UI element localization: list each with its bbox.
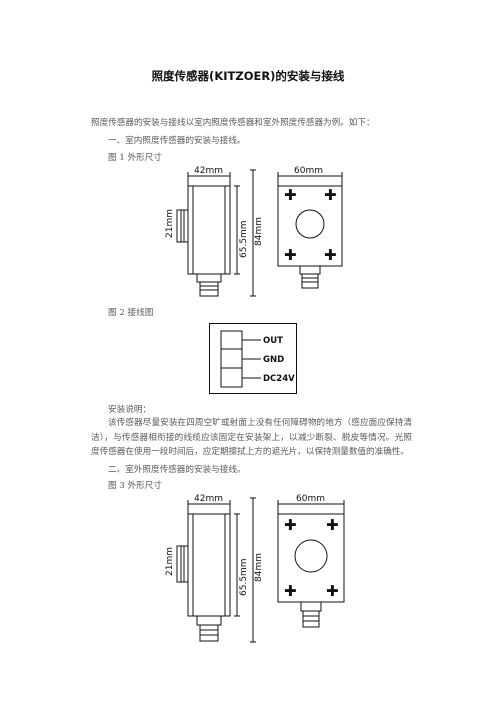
notes-heading: 安装说明： [108,405,151,415]
screen-plus-icon: ✚ [324,186,337,204]
terminal-gnd-label: GND [263,355,284,365]
section-1-heading: 一、室内照度传感器的安装与接线。 [108,136,246,146]
figure-3-caption: 图 3 外形尺寸 [108,481,162,491]
figure-3-dimension-drawing: ✚ ✚ ✚ ✚ 42mm 60mm 21mm 65.5mm 84mm [165,494,345,643]
figure-2-wiring-diagram: OUT GND DC24V [209,323,297,394]
screen-plus-icon: ✚ [284,516,297,534]
terminal-dc24v-label: DC24V [263,374,295,384]
terminal-out-label: OUT [263,336,283,346]
width-label: 42mm [194,494,223,504]
height-1-label: 65.5mm [239,220,249,258]
screen-plus-icon: ✚ [326,582,339,600]
screen-plus-icon: ✚ [326,516,339,534]
screen-plus-icon: ✚ [284,246,297,264]
cable-label: 21mm [165,547,175,576]
section-2-heading: 二、室外照度传感器的安装与接线。 [108,465,246,475]
depth-label: 60mm [294,166,323,176]
figure-2-caption: 图 2 接线图 [108,308,154,318]
figure-1-dimension-drawing: ✚ ✚ ✚ ✚ 42mm 60mm 21mm 65.5mm 84mm [165,166,343,297]
height-2-label: 84mm [254,553,264,582]
depth-label: 60mm [296,494,325,504]
screen-plus-icon: ✚ [284,582,297,600]
notes-body: 该传感器尽量安装在四周空旷或射面上没有任何障碍物的地方（感应面应保持清洁），与传… [91,418,412,457]
page-title: 照度传感器(KITZOER)的安装与接线 [151,69,345,83]
width-label: 42mm [194,166,223,176]
intro-text: 照度传感器的安装与接线以室内照度传感器和室外照度传感器为例。如下： [91,118,375,128]
cable-label: 21mm [165,209,175,238]
height-2-label: 84mm [254,217,264,246]
screen-plus-icon: ✚ [284,186,297,204]
screen-plus-icon: ✚ [324,246,337,264]
height-1-label: 65.5mm [239,558,249,596]
figure-1-caption: 图 1 外形尺寸 [108,153,162,163]
